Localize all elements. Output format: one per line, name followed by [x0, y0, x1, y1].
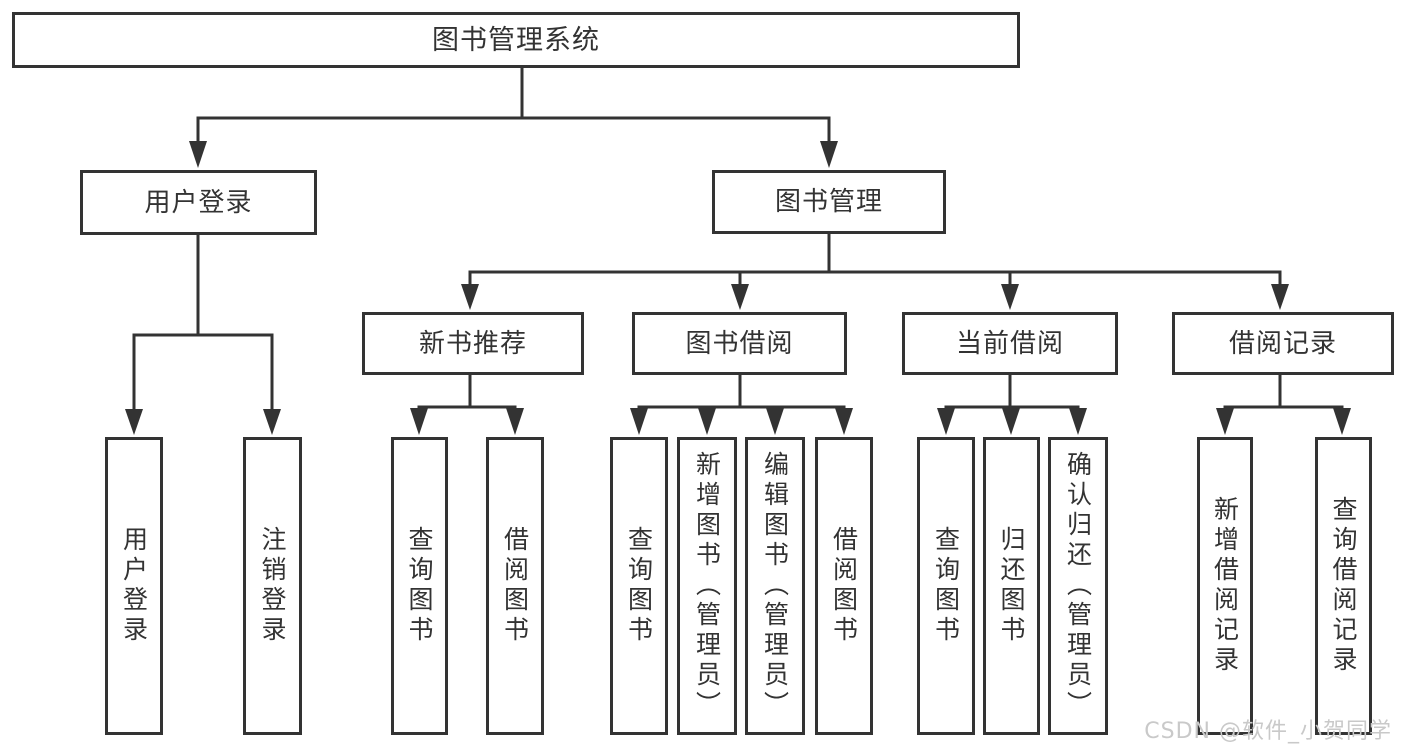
leaf-user-login: 用户登录 — [105, 437, 163, 735]
node-current-borrow: 当前借阅 — [902, 312, 1118, 375]
leaf-bb-query-books: 查询图书 — [610, 437, 668, 735]
node-book-management: 图书管理 — [712, 170, 946, 234]
watermark: CSDN @软件_小贺同学 — [1144, 719, 1392, 744]
arrow-down-icon — [1002, 408, 1020, 435]
arrow-down-icon — [835, 408, 853, 435]
leaf-nb-borrow-books: 借阅图书 — [486, 437, 544, 735]
node-borrow-records: 借阅记录 — [1172, 312, 1394, 375]
leaf-cb-return-books: 归还图书 — [983, 437, 1040, 735]
leaf-br-query-record: 查询借阅记录 — [1315, 437, 1372, 735]
leaf-cb-query-books: 查询图书 — [917, 437, 975, 735]
arrow-down-icon — [937, 408, 955, 435]
arrow-down-icon — [189, 141, 207, 168]
node-new-book-recommend: 新书推荐 — [362, 312, 584, 375]
node-user-login: 用户登录 — [80, 170, 317, 235]
arrow-down-icon — [461, 284, 479, 310]
arrow-down-icon — [506, 408, 524, 435]
arrow-down-icon — [125, 409, 143, 435]
arrow-down-icon — [731, 284, 749, 310]
leaf-nb-query-books: 查询图书 — [391, 437, 448, 735]
leaf-logout: 注销登录 — [243, 437, 302, 735]
arrow-down-icon — [820, 141, 838, 168]
leaf-bb-borrow-books: 借阅图书 — [815, 437, 873, 735]
leaf-br-add-record: 新增借阅记录 — [1197, 437, 1253, 735]
arrow-down-icon — [766, 408, 784, 435]
arrow-down-icon — [630, 408, 648, 435]
leaf-bb-edit-books-admin: 编辑图书（管理员） — [745, 437, 805, 735]
leaf-cb-confirm-return-admin: 确认归还（管理员） — [1048, 437, 1108, 735]
arrow-down-icon — [1271, 284, 1289, 310]
arrowheads — [125, 141, 1351, 435]
connector-lines — [132, 68, 1344, 412]
arrow-down-icon — [263, 409, 281, 435]
node-book-borrow: 图书借阅 — [632, 312, 847, 375]
node-library-system: 图书管理系统 — [12, 12, 1020, 68]
arrow-down-icon — [1216, 408, 1234, 435]
arrow-down-icon — [410, 408, 428, 435]
leaf-bb-add-books-admin: 新增图书（管理员） — [677, 437, 737, 735]
arrow-down-icon — [1001, 284, 1019, 310]
arrow-down-icon — [698, 408, 716, 435]
arrow-down-icon — [1333, 408, 1351, 435]
arrow-down-icon — [1069, 408, 1087, 435]
